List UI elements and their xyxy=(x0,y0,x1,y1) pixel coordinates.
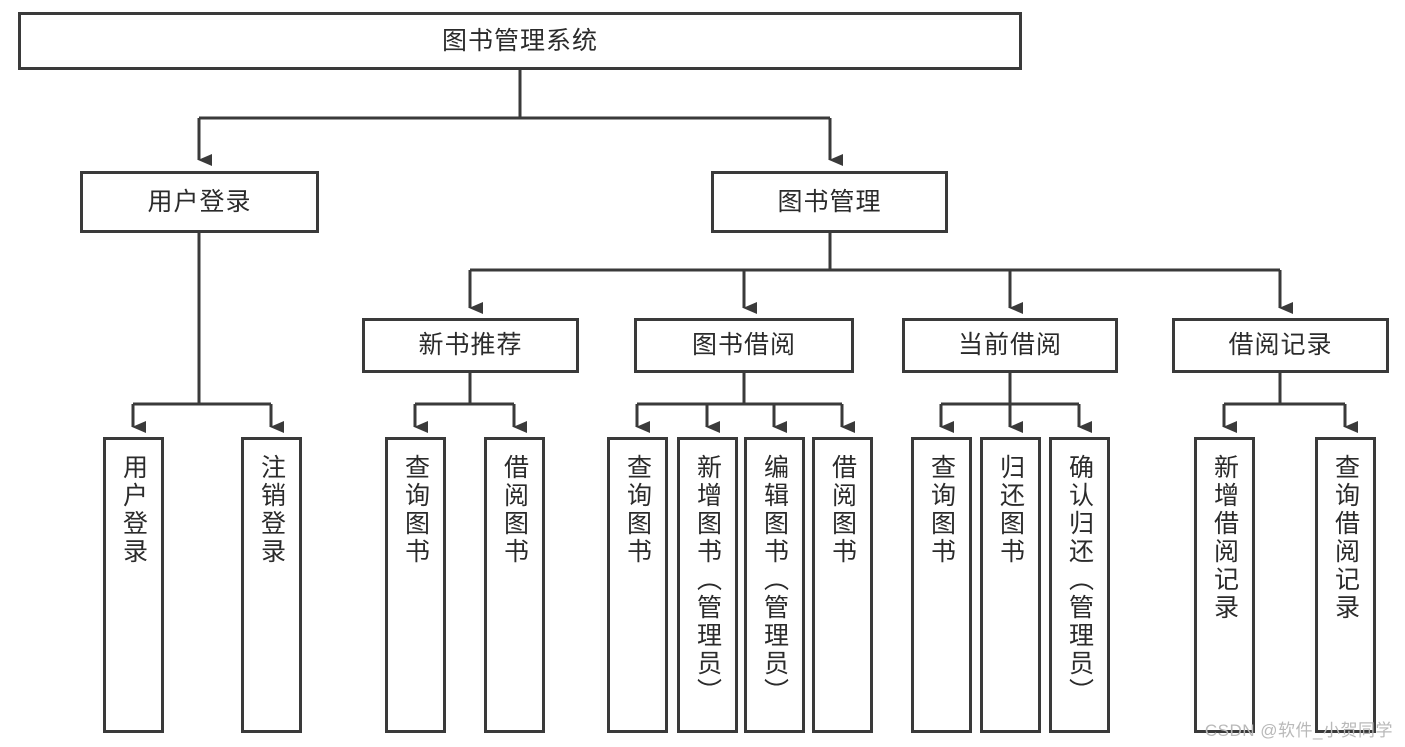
leaf-current-borrow-query[interactable]: 查询图书 xyxy=(911,437,972,733)
node-label: 注销登录 xyxy=(257,454,286,566)
leaf-borrow-record-query[interactable]: 查询借阅记录 xyxy=(1315,437,1376,733)
leaf-book-borrow-borrow[interactable]: 借阅图书 xyxy=(812,437,873,733)
node-label: 新增图书（管理员） xyxy=(693,454,722,706)
node-label: 图书借阅 xyxy=(691,331,796,359)
node-label: 编辑图书（管理员） xyxy=(760,454,789,706)
leaf-user-login-logout[interactable]: 注销登录 xyxy=(241,437,302,733)
node-label: 新增借阅记录 xyxy=(1210,454,1239,622)
node-current-borrow[interactable]: 当前借阅 xyxy=(902,318,1118,373)
node-book-management[interactable]: 图书管理 xyxy=(711,171,948,233)
leaf-new-book-borrow[interactable]: 借阅图书 xyxy=(484,437,545,733)
node-label: 用户登录 xyxy=(147,187,252,216)
leaf-new-book-query[interactable]: 查询图书 xyxy=(385,437,446,733)
node-label: 借阅图书 xyxy=(828,454,857,566)
watermark-text: CSDN @软件_小贺同学 xyxy=(1204,721,1393,740)
node-borrow-record[interactable]: 借阅记录 xyxy=(1172,318,1389,373)
node-label: 新书推荐 xyxy=(418,331,523,359)
leaf-user-login-login[interactable]: 用户登录 xyxy=(103,437,164,733)
node-user-login[interactable]: 用户登录 xyxy=(80,171,319,233)
node-label: 借阅图书 xyxy=(500,454,529,566)
node-label: 查询图书 xyxy=(927,454,956,566)
node-label: 借阅记录 xyxy=(1228,331,1333,359)
leaf-current-borrow-confirm-return[interactable]: 确认归还（管理员） xyxy=(1049,437,1110,733)
node-book-borrow[interactable]: 图书借阅 xyxy=(634,318,854,373)
node-label: 当前借阅 xyxy=(957,331,1062,359)
leaf-borrow-record-add[interactable]: 新增借阅记录 xyxy=(1194,437,1255,733)
leaf-book-borrow-edit[interactable]: 编辑图书（管理员） xyxy=(744,437,805,733)
node-label: 图书管理 xyxy=(777,187,882,216)
leaf-current-borrow-return[interactable]: 归还图书 xyxy=(980,437,1041,733)
node-root-system[interactable]: 图书管理系统 xyxy=(18,12,1022,70)
leaf-book-borrow-query[interactable]: 查询图书 xyxy=(607,437,668,733)
node-label: 图书管理系统 xyxy=(441,26,598,55)
node-label: 查询图书 xyxy=(401,454,430,566)
leaf-book-borrow-add[interactable]: 新增图书（管理员） xyxy=(677,437,738,733)
node-label: 用户登录 xyxy=(119,454,148,566)
node-label: 确认归还（管理员） xyxy=(1065,454,1094,706)
node-label: 查询借阅记录 xyxy=(1331,454,1360,622)
node-label: 归还图书 xyxy=(996,454,1025,566)
node-new-book-recommend[interactable]: 新书推荐 xyxy=(362,318,579,373)
node-label: 查询图书 xyxy=(623,454,652,566)
